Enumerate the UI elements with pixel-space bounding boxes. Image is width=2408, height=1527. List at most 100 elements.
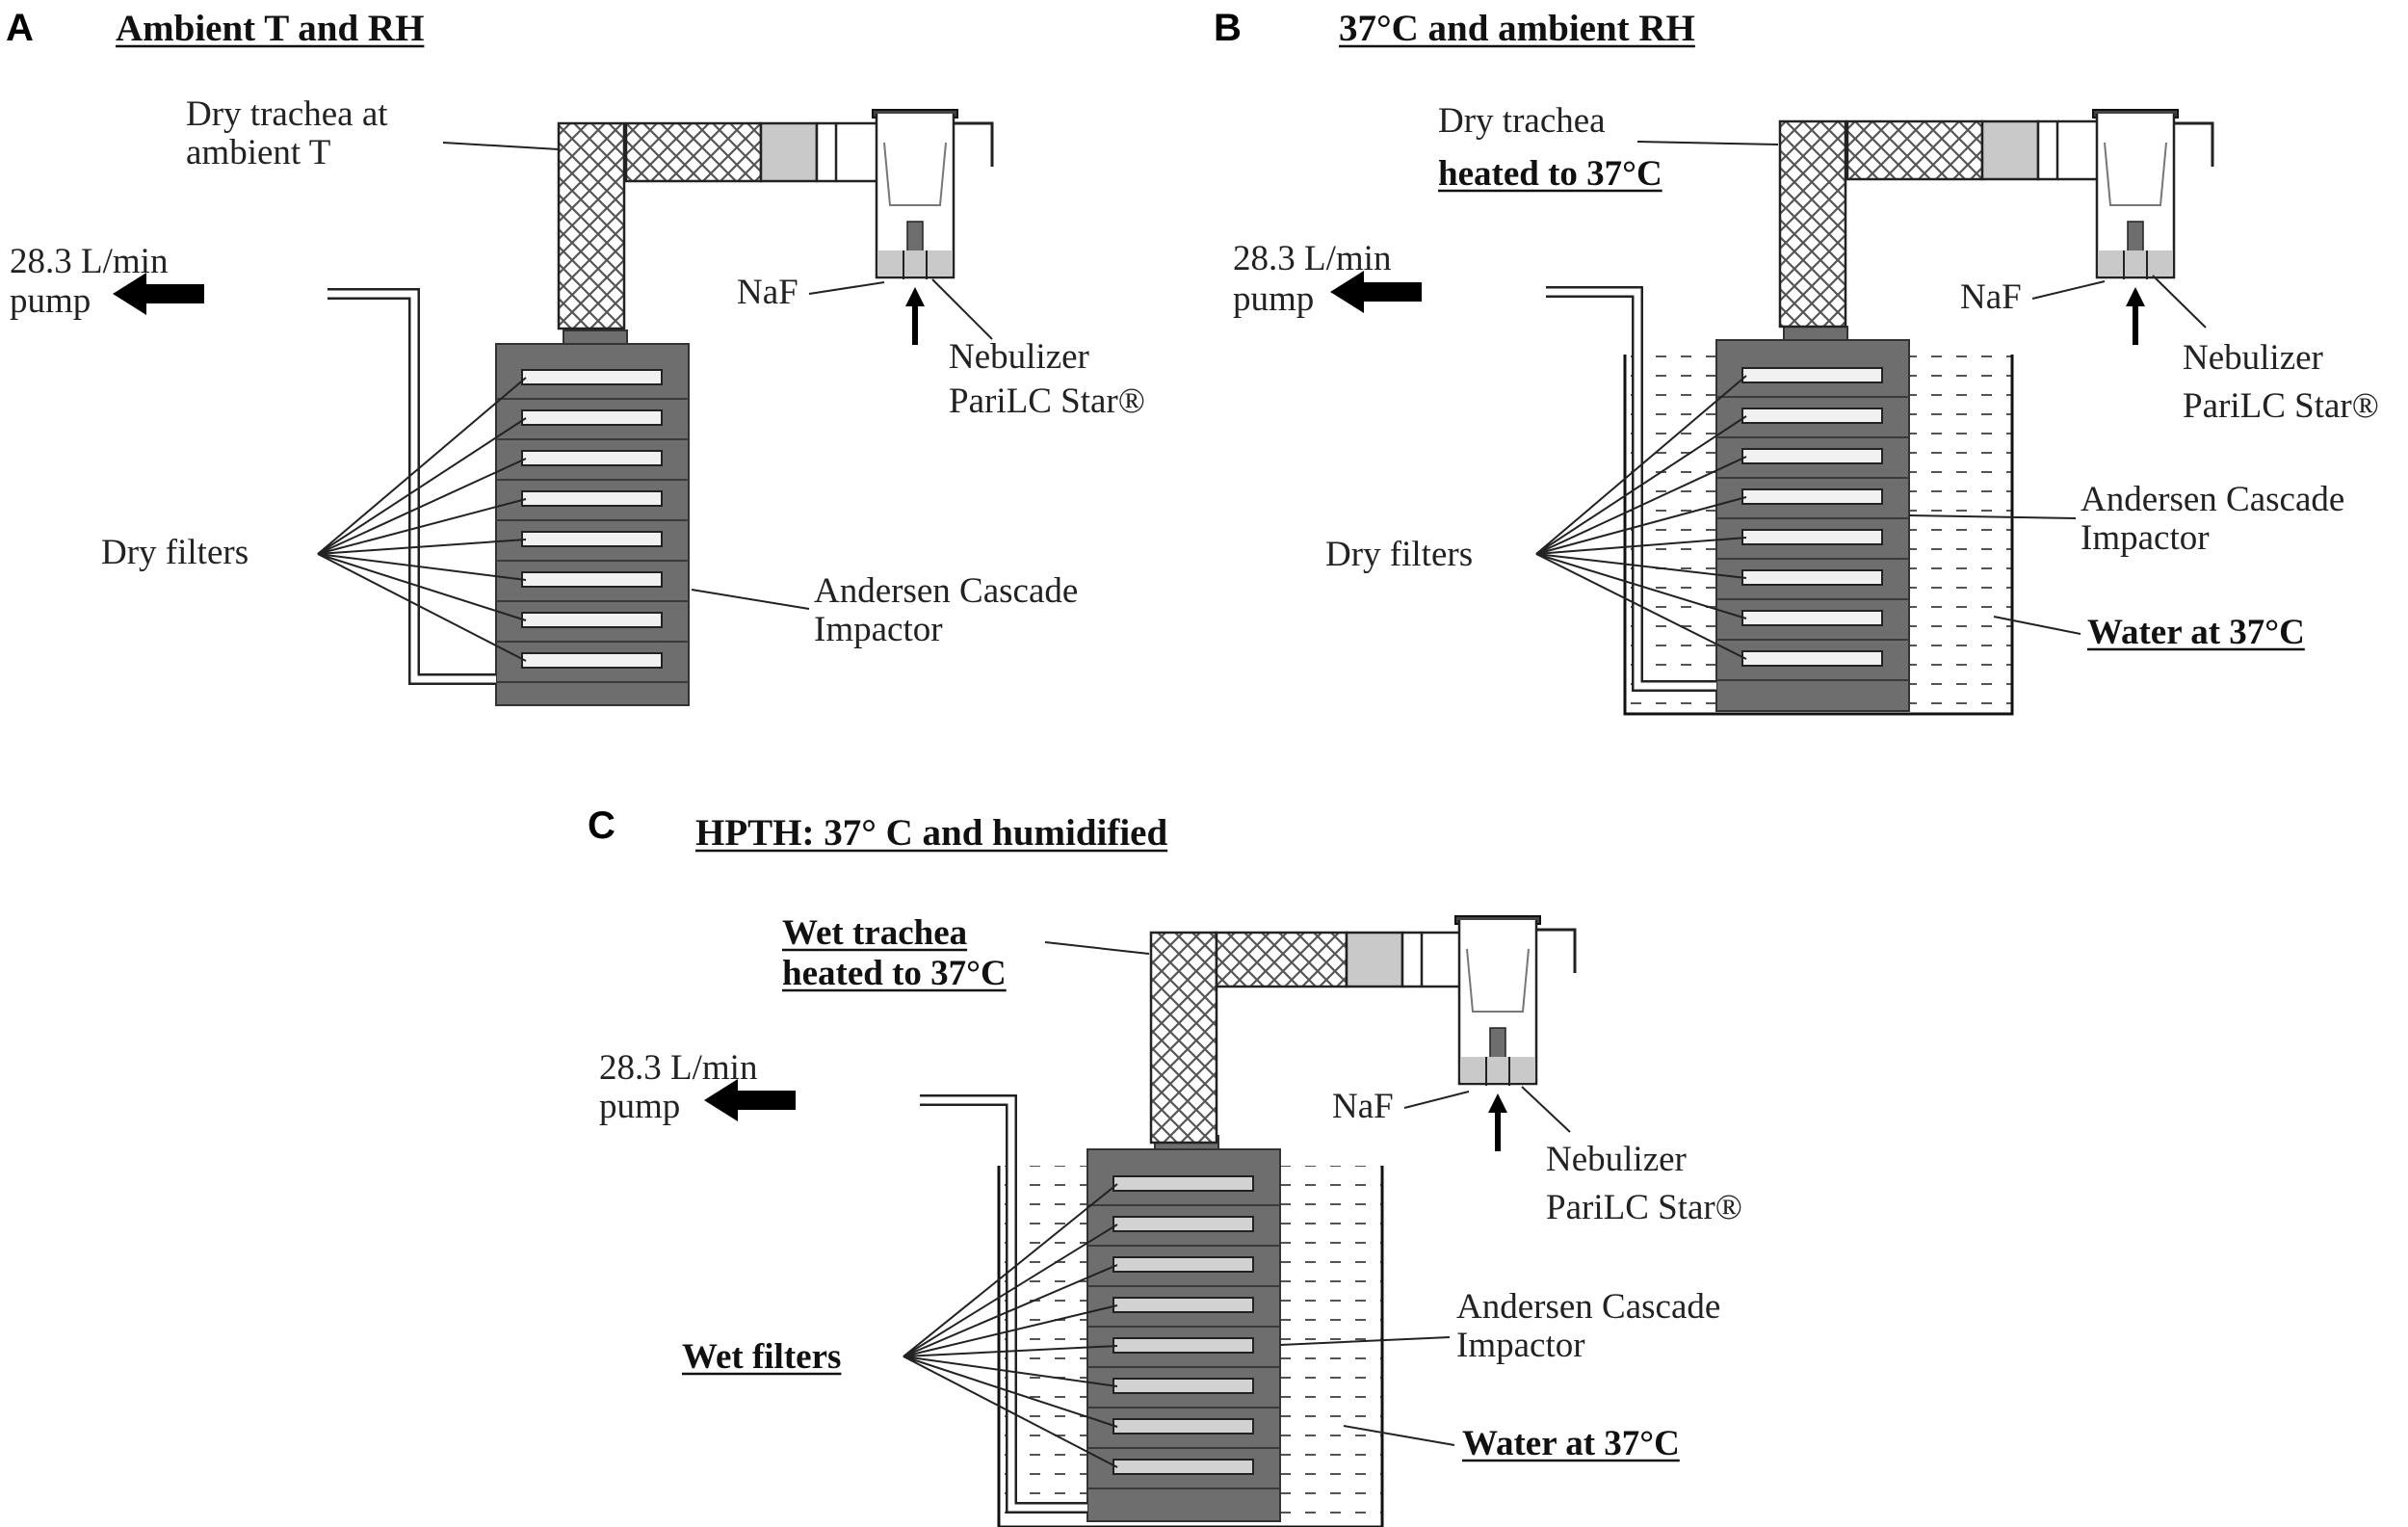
water-label: Water at 37°C [2087,613,2305,652]
naf-leader [1403,1091,1470,1109]
filter-leader-5 [317,553,527,581]
filter-leader-3 [903,1304,1118,1357]
nebulizer-label-2: PariLC Star® [2183,386,2379,426]
filter-plate [1741,610,1883,626]
filter-plate [521,450,663,466]
impactor-leader [1908,514,2077,519]
filter-plate [1112,1459,1254,1475]
pump-label-name: pump [10,281,91,321]
filter-plate [1112,1418,1254,1435]
pump-tube-inner [920,1096,1087,1512]
filter-plate [521,571,663,588]
filter-leader-7 [903,1356,1118,1468]
nebulizer-handle [1536,928,1577,973]
water-leader [1993,616,2081,635]
naf-leader [2031,280,2106,300]
filter-plate [521,612,663,628]
filter-leader-4 [317,539,527,555]
naf-liquid [1461,1057,1534,1082]
trachea-horizontal [1215,931,1348,988]
trachea-label-2: heated to 37°C [1438,154,1662,194]
trachea-vertical [1149,931,1218,1145]
filter-leader-7 [1535,553,1747,660]
nebulizer-body [1457,920,1538,1086]
connector-white [2036,119,2059,181]
filter-leader-6 [317,553,527,621]
filter-plate [521,531,663,547]
pump-label-name: pump [1233,279,1314,319]
naf-liquid [878,250,952,276]
naf-leader [808,281,885,295]
filter-plate [521,369,663,385]
nebulizer-label-2: PariLC Star® [949,382,1145,421]
naf-tube [2123,250,2148,279]
filter-leader-1 [1535,415,1747,555]
connector-grey [1980,119,2040,181]
filters-label: Dry filters [101,533,249,572]
filter-leader-0 [1535,375,1747,555]
filter-plate [1112,1256,1254,1273]
nebulizer-label-1: Nebulizer [949,337,1089,377]
filter-plate [1741,448,1883,464]
filter-plate [1741,488,1883,505]
nebulizer-leader [1521,1086,1571,1133]
nebulizer-leader [2152,275,2207,329]
filters-label: Wet filters [682,1337,841,1377]
connector-white [815,121,838,183]
nebulizer-baffle [2104,142,2167,206]
panel-title: Ambient T and RH [116,8,424,49]
filter-leader-3 [1535,496,1747,555]
filter-leader-6 [1535,553,1747,619]
filters-label: Dry filters [1325,535,1473,574]
panel-letter: A [6,7,34,49]
filter-leader-2 [317,458,527,555]
air-in-arrow-head [905,287,925,306]
filter-leader-3 [317,498,527,555]
filter-leader-4 [1535,537,1747,555]
pump-arrow-head [704,1079,738,1121]
nebulizer-body [875,114,955,279]
connector-grey [759,121,819,183]
impactor-label-1: Andersen Cascade [1456,1287,1720,1327]
water-tank [1623,355,2014,716]
filter-leader-0 [317,377,527,555]
trachea-vertical [557,121,626,330]
panel-letter: C [588,804,615,847]
filter-leader-6 [903,1356,1118,1428]
filter-leader-1 [317,417,527,555]
filter-plate [521,652,663,669]
filter-plate [1741,367,1883,383]
panel-title: 37°C and ambient RH [1339,8,1695,49]
air-in-arrow-head [2126,287,2145,306]
impactor-label-1: Andersen Cascade [814,571,1078,611]
filter-leader-7 [317,553,527,662]
nebulizer-baffle [1466,948,1530,1013]
trachea-leader [442,142,560,150]
trachea-label-1: Dry trachea at [186,94,388,134]
pump-arrow-head [113,273,146,315]
pump-label-rate: 28.3 L/min [10,242,168,281]
filter-leader-2 [903,1264,1118,1357]
trachea-label-1: Wet trachea [782,913,967,953]
cascade-impactor [1715,339,1910,712]
pump-arrow-shaft [1362,282,1422,302]
water-right [1280,1166,1382,1527]
filter-plate [1741,569,1883,586]
filter-plate [1741,650,1883,667]
trachea-vertical [1778,119,1847,329]
impactor-inlet [1783,326,1848,341]
impactor-label-2: Impactor [1456,1326,1585,1365]
pump-arrow-head [1330,271,1364,313]
impactor-label-2: Impactor [2081,518,2210,558]
filter-plate [1741,408,1883,424]
water-right [1909,355,2012,714]
pump-label-rate: 28.3 L/min [1233,239,1391,278]
pump-arrow-shaft [736,1091,796,1110]
filter-plate [1112,1175,1254,1192]
filter-leader-1 [903,1224,1118,1357]
trachea-label-2: ambient T [186,133,330,172]
nebulizer-label-2: PariLC Star® [1546,1188,1742,1227]
pump-label-rate: 28.3 L/min [599,1048,757,1088]
